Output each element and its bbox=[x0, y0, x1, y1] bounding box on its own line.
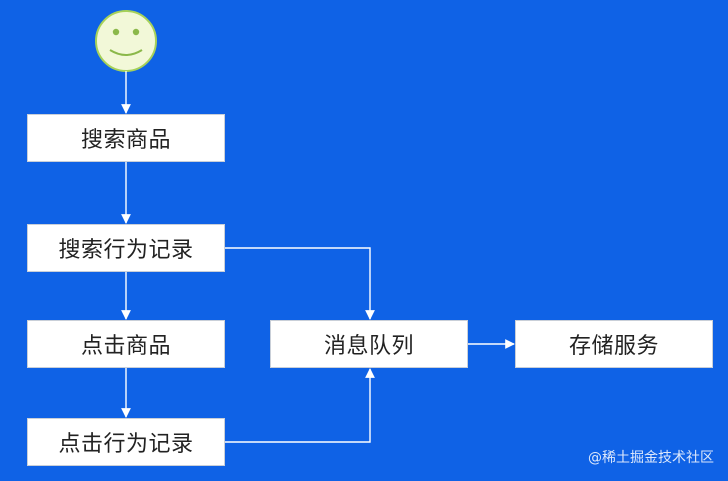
node-click-log: 点击行为记录 bbox=[27, 418, 225, 466]
node-storage-service: 存储服务 bbox=[515, 320, 713, 368]
connector-searchlog-to-mq bbox=[225, 247, 375, 320]
node-search-log: 搜索行为记录 bbox=[27, 224, 225, 272]
node-message-queue: 消息队列 bbox=[270, 320, 468, 368]
watermark-text: @稀土掘金技术社区 bbox=[588, 450, 714, 466]
node-click-product: 点击商品 bbox=[27, 320, 225, 368]
smiley-face-icon bbox=[95, 10, 157, 72]
connector-clicklog-to-mq bbox=[225, 368, 375, 443]
node-search-product: 搜索商品 bbox=[27, 114, 225, 162]
